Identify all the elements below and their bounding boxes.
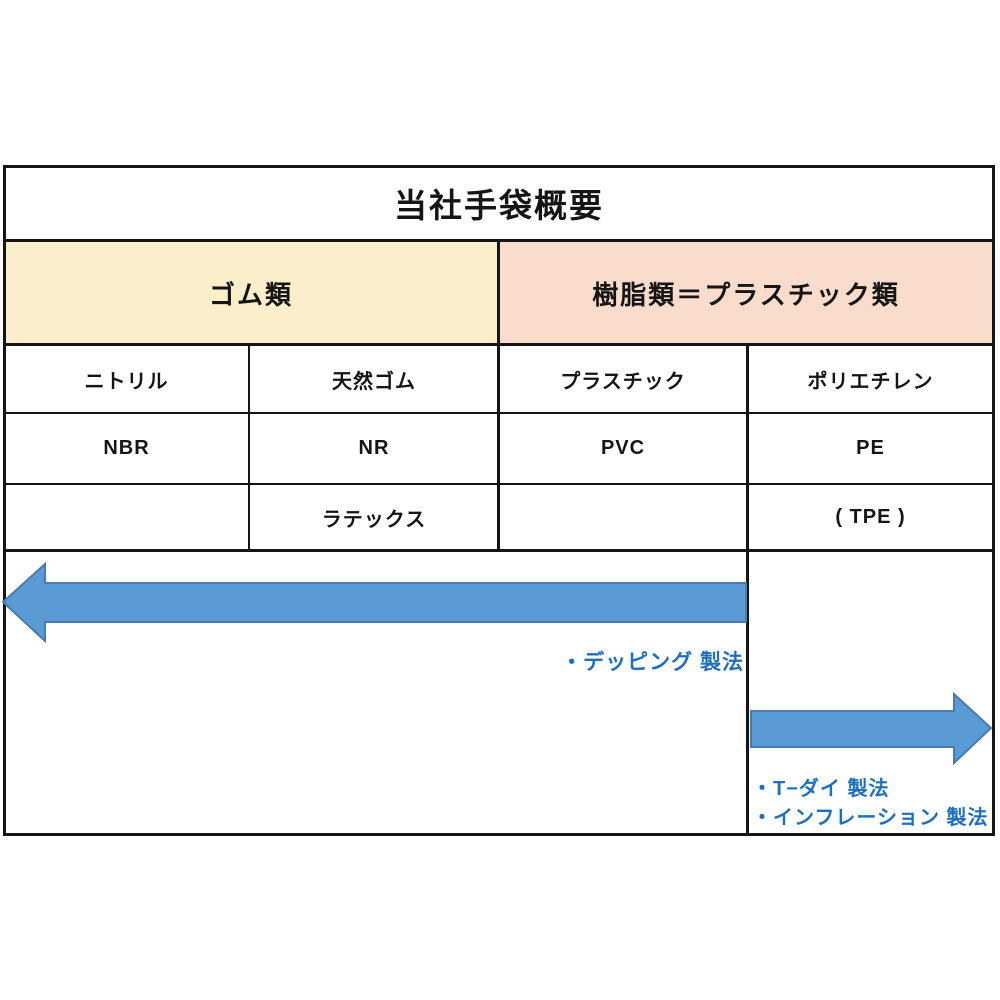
table-top-border	[3, 165, 995, 168]
extrusion-method-right-arrow-icon	[750, 691, 993, 766]
group-plastic-header: 樹脂類＝プラスチック類	[499, 242, 993, 344]
table-bottom-border	[3, 833, 995, 836]
t-die-method-label: ・T−ダイ 製法	[752, 778, 890, 800]
material-name-polyethylene: ポリエチレン	[807, 370, 934, 393]
material-name-nitrile: ニトリル	[84, 370, 169, 393]
dipping-method-label: ・デッピング 製法	[561, 651, 744, 674]
dipping-method-left-arrow-icon	[1, 561, 747, 644]
material-extra-tpe: ( TPE )	[835, 505, 906, 528]
material-name-natural-rubber: 天然ゴム	[332, 370, 416, 393]
column-divider-2-group-boundary	[497, 239, 500, 551]
material-code-nr: NR	[358, 437, 390, 459]
table-left-border	[3, 165, 6, 836]
material-name-plastic: プラスチック	[560, 370, 686, 393]
material-code-nbr: NBR	[103, 437, 150, 459]
material-code-pvc: PVC	[600, 437, 646, 459]
inflation-method-label: ・インフレーション 製法	[752, 807, 989, 829]
group-rubber-header: ゴム類	[3, 242, 499, 344]
column-divider-3	[746, 343, 749, 835]
table-right-border	[992, 165, 995, 836]
material-extra-latex: ラテックス	[321, 508, 427, 531]
column-divider-1	[248, 343, 250, 551]
figure-title: 当社手袋概要	[394, 187, 604, 224]
material-code-pe: PE	[856, 437, 885, 459]
